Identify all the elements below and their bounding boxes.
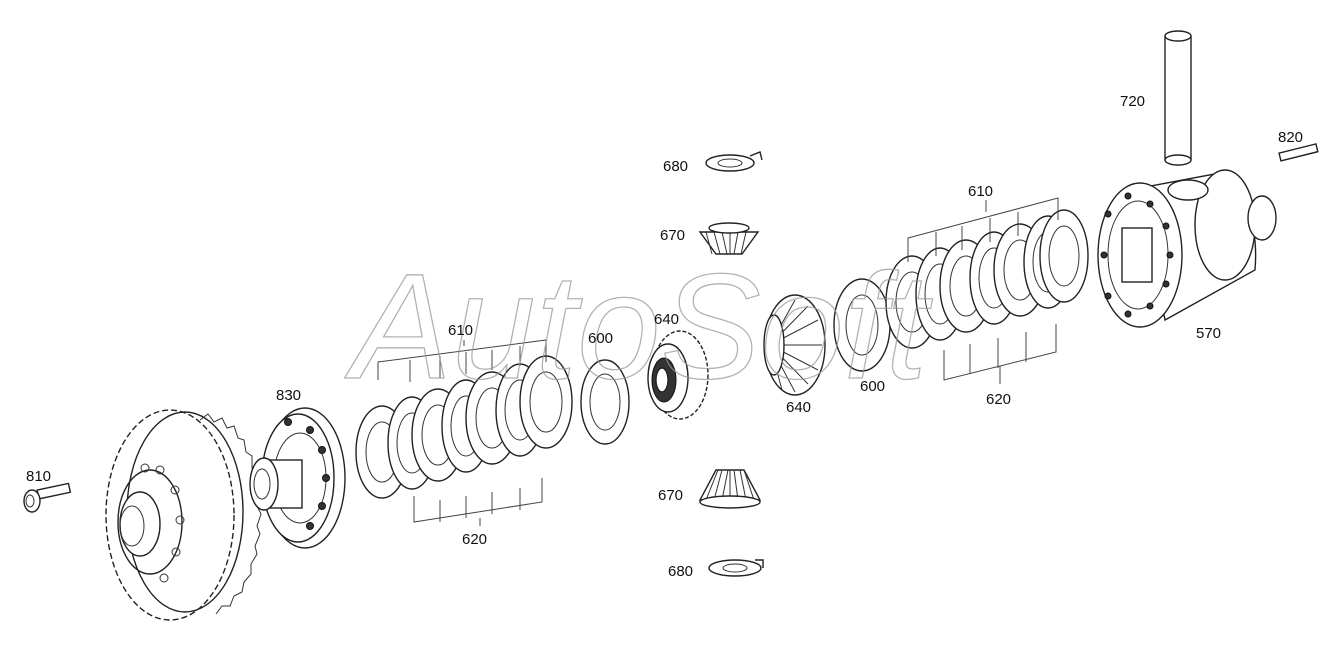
label-720: 720 [1120, 93, 1145, 110]
watermark-text: AutoSoft [344, 242, 933, 410]
label-670-bottom: 670 [658, 487, 683, 504]
part-670-pinion-bottom [698, 469, 762, 509]
part-640-side-gear-left [647, 330, 709, 420]
part-720-shaft [1164, 30, 1192, 166]
part-ring-gear [105, 409, 262, 621]
part-670-pinion-top [698, 222, 760, 255]
label-610-right: 610 [968, 183, 993, 200]
part-680-washer-top [705, 151, 763, 172]
leader-lines [377, 197, 1059, 526]
label-810: 810 [26, 468, 51, 485]
label-600-left: 600 [588, 330, 613, 347]
label-570: 570 [1196, 325, 1221, 342]
callout-labels: 720 820 680 670 610 610 640 600 570 830 … [26, 93, 1303, 580]
label-640-top: 640 [654, 311, 679, 328]
label-670-top: 670 [660, 227, 685, 244]
clutch-pack-left [355, 355, 573, 499]
label-640-bottom: 640 [786, 399, 811, 416]
label-620-left: 620 [462, 531, 487, 548]
part-830-flange [249, 407, 346, 549]
label-620-right: 620 [986, 391, 1011, 408]
label-610-left: 610 [448, 322, 473, 339]
label-680-top: 680 [663, 158, 688, 175]
part-600-washer-left [580, 359, 630, 445]
part-640-side-gear-right [763, 294, 826, 396]
label-600-right: 600 [860, 378, 885, 395]
label-680-bottom: 680 [668, 563, 693, 580]
label-830: 830 [276, 387, 301, 404]
part-570-housing [1097, 169, 1277, 328]
clutch-pack-right [885, 209, 1089, 349]
label-820: 820 [1278, 129, 1303, 146]
part-680-washer-bottom [708, 559, 764, 577]
part-820-pin [1278, 143, 1319, 162]
part-810-bolt [23, 482, 72, 513]
